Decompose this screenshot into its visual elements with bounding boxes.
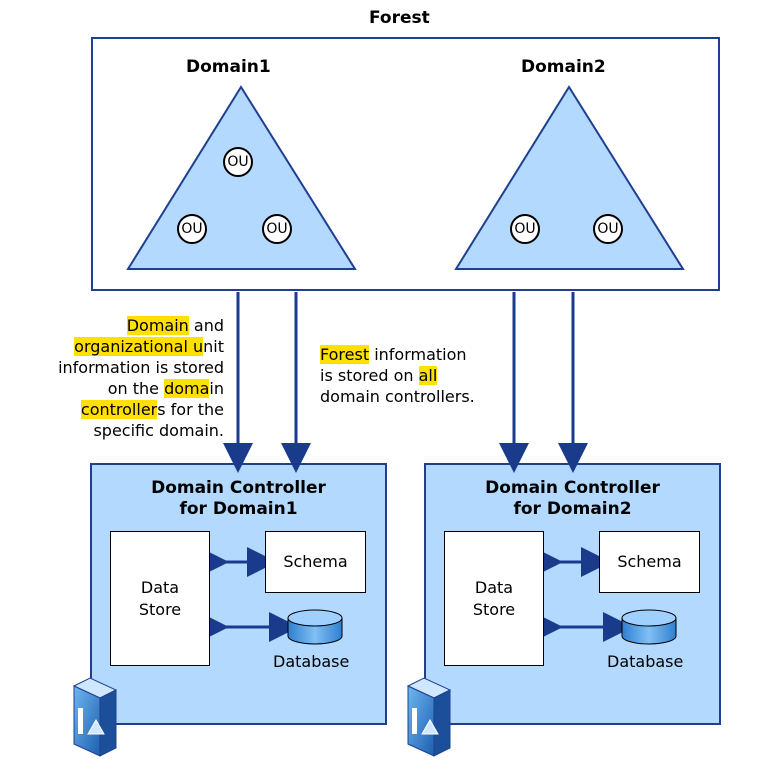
dc2-database-label: Database [607, 652, 684, 671]
highlight: organizational u [74, 337, 204, 356]
domain-info-note: Domain and organizational unit informati… [58, 316, 224, 440]
dc1-title: Domain Controller for Domain1 [151, 478, 326, 519]
ou-circle: OU [510, 214, 540, 244]
dc2-title: Domain Controller for Domain2 [485, 478, 660, 519]
dc1-database-label: Database [273, 652, 350, 671]
dc1-data-store: Data Store [110, 531, 210, 666]
ou-circle: OU [223, 147, 253, 177]
database-icon [621, 609, 677, 645]
highlight: Domain [126, 316, 189, 335]
forest-info-note: Forest information is stored on all doma… [320, 345, 475, 406]
domain2-title: Domain2 [521, 57, 606, 77]
dc2-data-store: Data Store [444, 531, 544, 666]
domain1-title: Domain1 [186, 57, 271, 77]
dc2-schema: Schema [599, 531, 700, 593]
ou-circle: OU [177, 214, 207, 244]
highlight: doma [164, 379, 210, 398]
highlight: controller [80, 400, 158, 419]
database-icon [287, 609, 343, 645]
ou-circle: OU [262, 214, 292, 244]
dc1-schema: Schema [265, 531, 366, 593]
forest-title: Forest [369, 8, 430, 28]
highlight: all [418, 366, 438, 385]
server-icon [72, 677, 118, 757]
highlight: Forest [320, 345, 370, 364]
ou-circle: OU [593, 214, 623, 244]
server-icon [406, 677, 452, 757]
